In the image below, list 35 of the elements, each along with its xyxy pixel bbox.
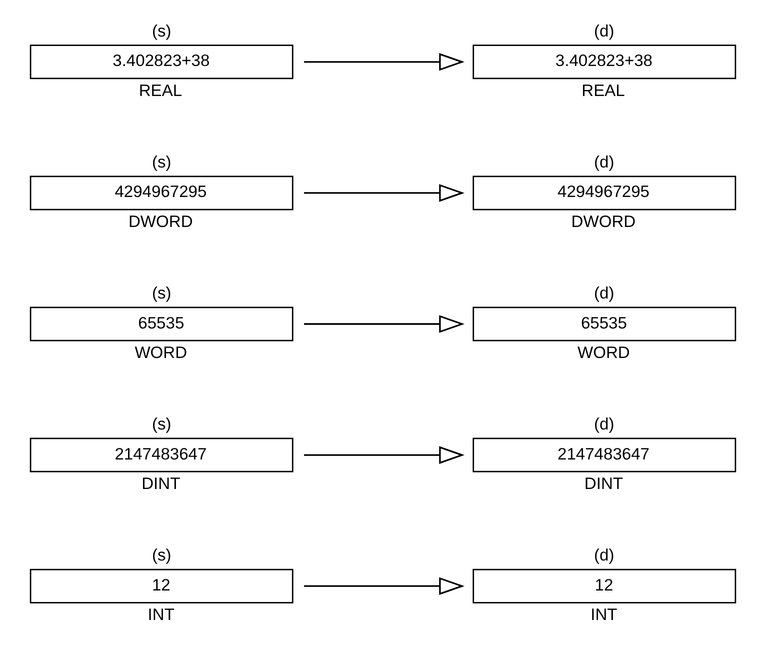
arrow	[304, 446, 464, 464]
node-label: DINT	[584, 474, 623, 493]
node-label: (d)	[594, 284, 614, 303]
node-label: (d)	[594, 546, 614, 565]
node-label: WORD	[577, 342, 630, 362]
arrow	[304, 315, 464, 333]
node-label: WORD	[134, 342, 187, 362]
node-label: DWORD	[128, 212, 192, 231]
node-label: INT	[590, 605, 617, 624]
node-label: (s)	[151, 22, 171, 41]
node-label: (s)	[151, 152, 171, 172]
node-label: (d)	[594, 22, 614, 41]
node-label: (d)	[594, 414, 614, 434]
node-label: DINT	[141, 474, 180, 493]
node-box: 3.402823+38	[472, 44, 736, 80]
node-box: 4294967295	[472, 176, 736, 210]
node-box: 2147483647	[29, 438, 293, 472]
node-box: 12	[29, 568, 293, 604]
node-box: 12	[472, 568, 736, 604]
node-label: (s)	[151, 414, 171, 434]
node-label: DWORD	[570, 212, 636, 231]
arrow	[304, 53, 464, 71]
node-label: (s)	[151, 546, 171, 565]
node-box: 4294967295	[29, 176, 293, 210]
node-label: (d)	[594, 152, 614, 172]
node-box: 3.402823+38	[29, 44, 293, 80]
node-box: 2147483647	[472, 438, 736, 472]
node-label: (s)	[151, 284, 171, 303]
arrow	[304, 577, 464, 595]
node-box: 65535	[29, 306, 293, 342]
node-label: REAL	[138, 80, 182, 100]
node-label: INT	[147, 605, 174, 624]
arrow	[304, 184, 464, 202]
node-box: 65535	[472, 306, 736, 342]
node-label: REAL	[581, 80, 624, 100]
